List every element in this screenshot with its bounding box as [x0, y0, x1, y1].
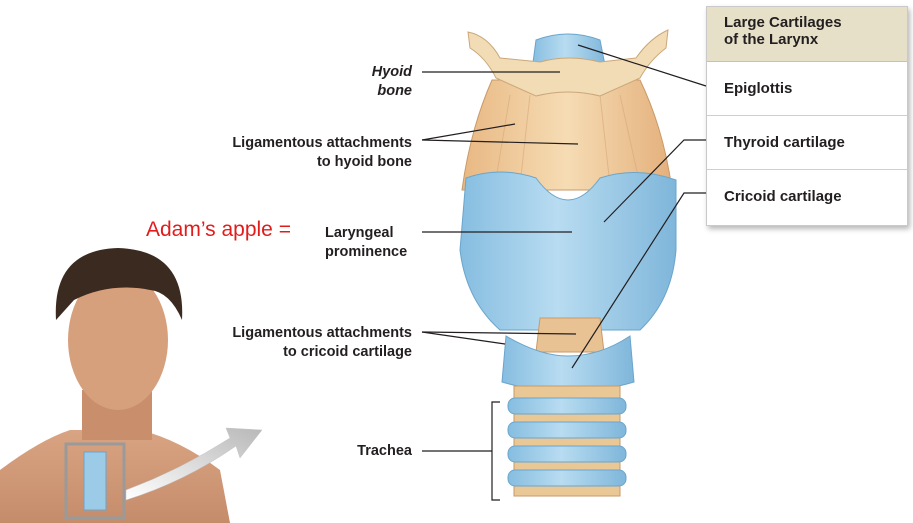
legend-title: Large Cartilages of the Larynx — [707, 7, 907, 62]
thyroid-cartilage-shape — [460, 172, 676, 330]
hyoid-bone-label-line2: bone — [300, 82, 412, 101]
ligament-cricoid-label-line2: to cricoid cartilage — [150, 343, 412, 362]
laryngeal-prominence-label-line1: Laryngeal — [325, 224, 407, 243]
ligament-cricoid-label-line1: Ligamentous attachments — [150, 324, 412, 343]
legend-item-cricoid-cartilage: Cricoid cartilage — [707, 170, 907, 224]
ligament-hyoid-label: Ligamentous attachments to hyoid bone — [150, 134, 412, 172]
head-portrait-inset — [0, 248, 262, 523]
legend-box: Large Cartilages of the Larynx Epiglotti… — [706, 6, 908, 226]
legend-title-line1: Large Cartilages — [724, 14, 897, 31]
ligament-cricoid-label: Ligamentous attachments to cricoid carti… — [150, 324, 412, 362]
hyoid-bone-label-line1: Hyoid — [300, 63, 412, 82]
ligament-hyoid-label-line1: Ligamentous attachments — [150, 134, 412, 153]
laryngeal-prominence-label-line2: prominence — [325, 243, 407, 262]
ligament-hyoid-label-line2: to hyoid bone — [150, 153, 412, 172]
trachea-label: Trachea — [300, 442, 412, 461]
laryngeal-prominence-label: Laryngeal prominence — [325, 224, 407, 262]
legend-item-epiglottis: Epiglottis — [707, 62, 907, 116]
legend-item-thyroid-cartilage: Thyroid cartilage — [707, 116, 907, 170]
hyoid-bone-label: Hyoid bone — [300, 63, 412, 101]
adams-apple-label: Adam’s apple = — [146, 218, 291, 242]
legend-title-line2: of the Larynx — [724, 31, 897, 48]
